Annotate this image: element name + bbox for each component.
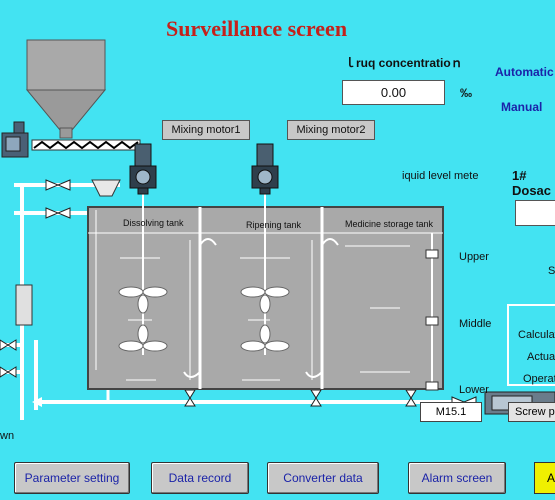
concentration-unit: ‰ bbox=[460, 86, 472, 100]
dissolving-tank-label: Dissolving tank bbox=[123, 218, 184, 228]
manual-mode-label[interactable]: Manual bbox=[501, 100, 543, 114]
page-title: Surveillance screen bbox=[166, 16, 348, 41]
mixers bbox=[118, 190, 290, 355]
conveyor-motor bbox=[1, 121, 29, 158]
automatic-mode-label[interactable]: Automatic bbox=[495, 65, 554, 79]
flowmeter bbox=[15, 284, 33, 326]
screw-conveyor bbox=[31, 139, 141, 151]
m151-tag: M15.1 bbox=[420, 402, 482, 422]
mixer-motor-1 bbox=[129, 143, 157, 195]
concentration-value: 0.00 bbox=[342, 80, 445, 105]
mixing-motor-1-button[interactable]: Mixing motor1 bbox=[162, 120, 250, 140]
mixing-motor-2-button[interactable]: Mixing motor2 bbox=[287, 120, 375, 140]
dosage-label: 1# Dosac bbox=[512, 168, 552, 198]
calculation-label: Calculati bbox=[518, 329, 555, 341]
level-middle-label: Middle bbox=[459, 318, 492, 330]
edge-button[interactable]: A bbox=[534, 462, 555, 494]
storage-tank-label: Medicine storage tank bbox=[345, 219, 434, 229]
inlet-funnel bbox=[91, 179, 121, 197]
mixer-motor-2 bbox=[251, 143, 279, 195]
operation-label: Operati bbox=[523, 373, 555, 385]
liquid-level-meter-label: iquid level mete bbox=[402, 170, 479, 182]
actual-label: Actual bbox=[527, 351, 555, 363]
drain-label: wn bbox=[0, 430, 15, 442]
right-s-label: S bbox=[548, 265, 555, 277]
concentration-label: ｌruq concentratioｎ bbox=[344, 56, 463, 70]
level-upper-label: Upper bbox=[459, 251, 489, 263]
data-record-button[interactable]: Data record bbox=[151, 462, 249, 494]
screw-pump-button[interactable]: Screw p bbox=[508, 402, 555, 422]
dosage-input[interactable] bbox=[515, 200, 555, 226]
parameter-setting-button[interactable]: Parameter setting bbox=[14, 462, 130, 494]
converter-data-button[interactable]: Converter data bbox=[267, 462, 379, 494]
drain-arrow bbox=[32, 397, 42, 407]
ripening-tank-label: Ripening tank bbox=[246, 220, 302, 230]
hopper bbox=[25, 39, 107, 139]
alarm-screen-button[interactable]: Alarm screen bbox=[408, 462, 506, 494]
level-lower-label: Lower bbox=[459, 384, 489, 396]
